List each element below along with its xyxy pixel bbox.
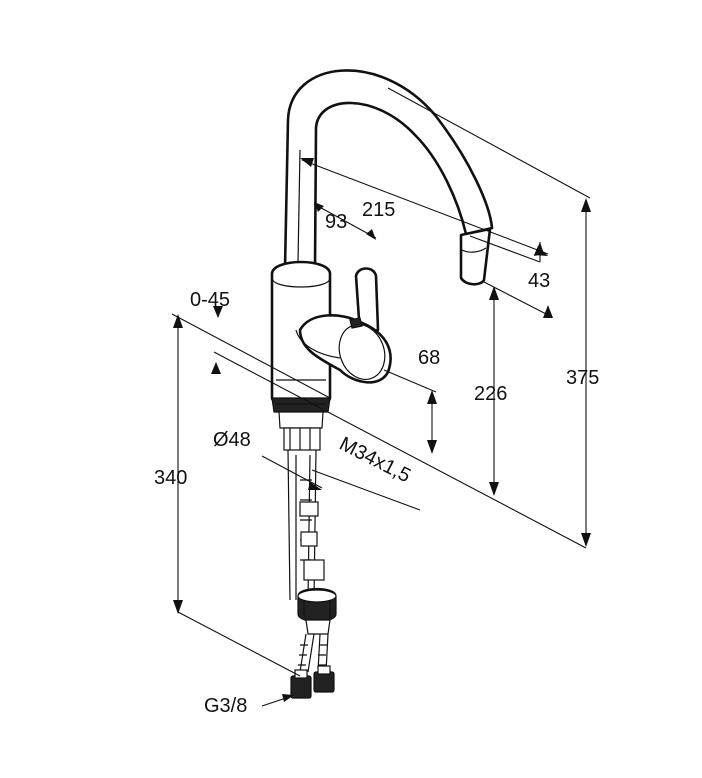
dim-0-45-label: 0-45	[190, 289, 230, 311]
thread-m34-label: M34x1,5	[336, 433, 414, 487]
dim-diameter-48-label: Ø48	[213, 429, 251, 451]
faucet-illustration	[270, 69, 494, 699]
faucet-fixing-nut	[297, 587, 337, 635]
dim-93-label: 93	[325, 211, 347, 233]
faucet-spout	[283, 69, 494, 286]
dim-226-label: 226	[474, 383, 507, 405]
dim-215-label: 215	[362, 199, 395, 221]
dim-340-label: 340	[154, 467, 187, 489]
dim-43-label: 43	[528, 270, 550, 292]
supply-hoses	[290, 633, 335, 699]
dimension-lines	[171, 87, 591, 707]
dim-68-label: 68	[418, 347, 440, 369]
dim-375-label: 375	[566, 367, 599, 389]
faucet-lever	[295, 267, 392, 384]
faucet-shank	[283, 427, 325, 601]
thread-g3-8-label: G3/8	[204, 695, 247, 717]
